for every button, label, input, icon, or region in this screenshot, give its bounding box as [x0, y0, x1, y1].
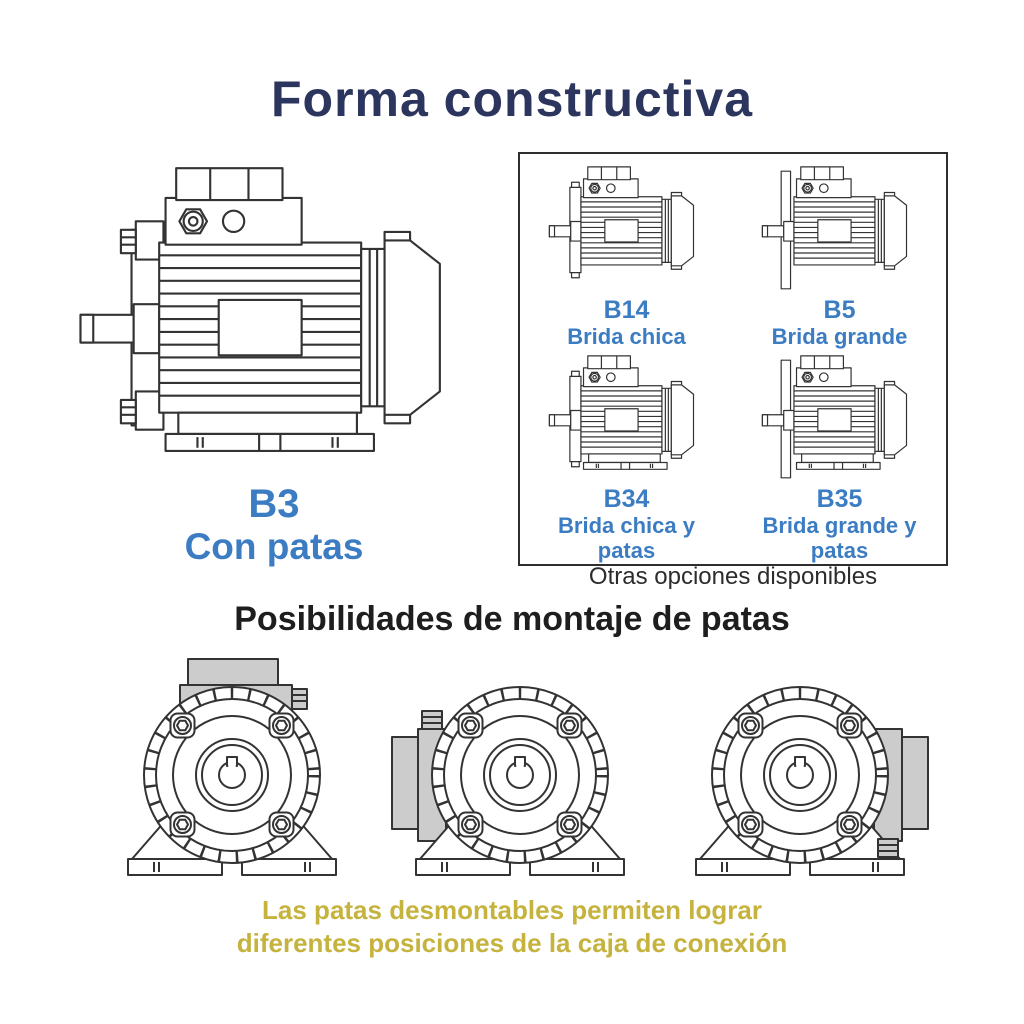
- option-b35: B35 Brida grande y patas: [733, 355, 946, 563]
- motor-front-box-right-drawing: [670, 653, 930, 893]
- option-code: B35: [816, 485, 863, 514]
- options-box-footer: Otras opciones disponibles: [588, 563, 878, 591]
- motor-front-box-top-drawing: [102, 653, 362, 893]
- motor-side-b14-drawing: [546, 166, 708, 294]
- option-b14: B14 Brida chica: [520, 166, 733, 349]
- option-label: Brida grande: [771, 323, 908, 349]
- feet-note-line1: Las patas desmontables permiten lograr: [262, 895, 762, 925]
- motor-side-b3-drawing: [72, 166, 476, 485]
- motor-side-b35-drawing: [759, 355, 921, 483]
- main-motor-code: B3: [248, 482, 300, 526]
- option-label: Brida chica y patas: [558, 513, 695, 563]
- motor-side-b5-drawing: [759, 166, 921, 294]
- option-code: B34: [603, 485, 650, 514]
- feet-note: Las patas desmontables permiten lograr d…: [0, 894, 1024, 959]
- mounting-options-box: B14 Brida chica B5 Brida grande B34 Brid…: [518, 152, 948, 590]
- mounting-options-grid: B14 Brida chica B5 Brida grande B34 Brid…: [520, 166, 946, 563]
- option-code: B5: [823, 296, 856, 324]
- option-b5: B5 Brida grande: [733, 166, 946, 349]
- main-motor-label: Con patas: [184, 526, 364, 567]
- motor-front-box-left-drawing: [390, 653, 650, 893]
- option-label: Brida grande y patas: [762, 513, 917, 563]
- feet-note-line2: diferentes posiciones de la caja de cone…: [236, 927, 788, 958]
- motor-side-b34-drawing: [546, 355, 708, 483]
- page-title: Forma constructiva: [270, 71, 753, 127]
- main-motor-caption: B3 Con patas: [72, 482, 476, 569]
- option-label: Brida chica: [567, 323, 686, 349]
- feet-section-heading: Posibilidades de montaje de patas: [234, 600, 790, 638]
- option-code: B14: [603, 296, 650, 324]
- option-b34: B34 Brida chica y patas: [520, 355, 733, 563]
